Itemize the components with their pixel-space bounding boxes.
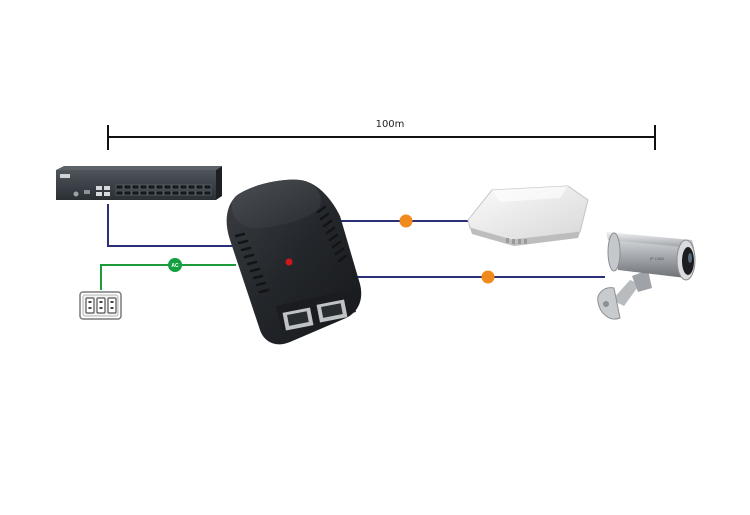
connection-lines xyxy=(100,204,605,290)
poe-marker-camera xyxy=(481,270,495,284)
svg-text:IP CAM: IP CAM xyxy=(650,256,664,261)
outlet-to-injector-cable xyxy=(100,264,236,290)
ac-marker: AC xyxy=(168,258,182,272)
power-indicator-led xyxy=(285,258,293,266)
poe-injector-icon xyxy=(226,179,362,345)
rj45-port-poe-out xyxy=(316,299,348,323)
power-outlet-icon xyxy=(79,291,122,320)
network-switch-icon xyxy=(56,166,222,200)
switch-to-injector-cable xyxy=(107,204,236,247)
distance-dimension xyxy=(107,125,656,150)
poe-marker-ap xyxy=(399,214,413,228)
wireless-access-point-icon xyxy=(467,185,589,246)
ip-camera-icon: IP CAM xyxy=(597,232,696,320)
distance-label: 100m xyxy=(375,119,405,130)
rj45-port-data-in xyxy=(282,307,314,331)
ac-marker-label: AC xyxy=(171,263,179,269)
